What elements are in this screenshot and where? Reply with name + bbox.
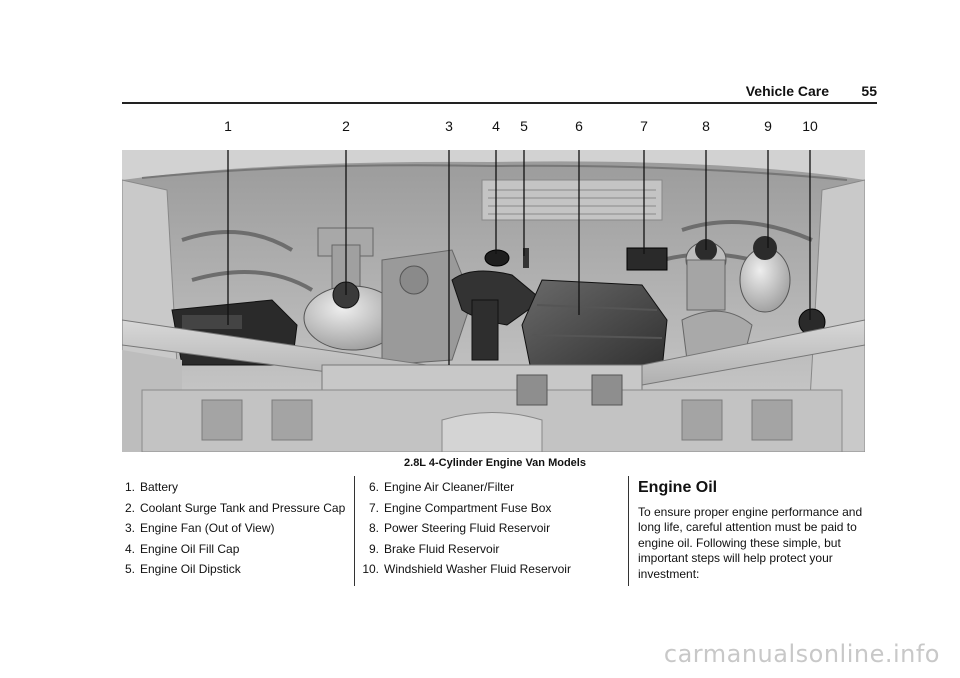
legend-item-number: 2. [124,500,135,515]
figure-caption: 2.8L 4-Cylinder Engine Van Models [404,457,586,469]
legend-item-text: Brake Fluid Reservoir [384,541,500,556]
legend-item-text: Engine Fan (Out of View) [140,521,275,535]
callout-8: 8 [702,118,710,134]
legend-item-text: Battery [140,480,179,494]
page-header: Vehicle Care 55 [122,80,877,104]
callout-7: 7 [640,118,648,134]
legend-item-text: Engine Air Cleaner/Filter [384,480,515,494]
section-body: To ensure proper engine performance and … [638,504,863,581]
callout-numbers: 1 2 3 4 5 6 7 8 9 10 [0,118,960,138]
legend-item-number: 9. [368,541,379,556]
callout-10: 10 [802,118,818,134]
legend-item-text: Engine Oil Fill Cap [140,541,240,556]
legend-item-number: 8. [368,521,379,535]
engine-compartment-illustration [122,150,865,452]
column-divider [628,476,629,586]
legend-item-number: 1. [124,480,135,494]
legend-item-number: 5. [124,562,135,576]
legend-item-number: 10. [362,562,379,576]
watermark: carmanualsonline.info [663,640,940,668]
page-number: 55 [861,83,877,99]
legend-item: 2. Coolant Surge Tank and Pressure Cap [124,498,349,519]
legend-item: 10. Windshield Washer Fluid Reservoir [362,559,617,580]
section-title: Vehicle Care [745,83,829,99]
legend-right-column: 6. Engine Air Cleaner/Filter 7. Engine Com… [362,477,617,580]
legend-item-text: Coolant Surge Tank and Pressure Cap [140,500,346,515]
callout-4: 4 [492,118,500,134]
section-heading: Engine Oil [638,479,718,496]
legend-item: 5. Engine Oil Dipstick [124,559,349,580]
callout-9: 9 [764,118,772,134]
callout-2: 2 [342,118,350,134]
legend-item-text: Power Steering Fluid Reservoir [384,521,551,535]
legend-item-text: Engine Compartment Fuse Box [384,500,552,515]
column-divider [354,476,355,586]
legend-item: 4. Engine Oil Fill Cap [124,539,349,560]
engine-oil-section: Engine Oil To ensure proper engine perfo… [638,478,883,582]
legend-item-number: 6. [368,480,379,494]
callout-6: 6 [575,118,583,134]
legend-item-number: 4. [124,541,135,556]
legend-item: 1. Battery [124,477,349,498]
legend-item-number: 7. [368,500,379,515]
legend-item: 9. Brake Fluid Reservoir [362,539,617,560]
legend-left-column: 1. Battery 2. Coolant Surge Tank and Press… [124,477,349,580]
legend-item: 7. Engine Compartment Fuse Box [362,498,617,519]
legend-item: 6. Engine Air Cleaner/Filter [362,477,617,498]
callout-1: 1 [224,118,232,134]
legend-item: 3. Engine Fan (Out of View) [124,518,349,539]
legend-item: 8. Power Steering Fluid Reservoir [362,518,617,539]
callout-3: 3 [445,118,453,134]
legend-item-text: Engine Oil Dipstick [140,562,241,576]
callout-5: 5 [520,118,528,134]
legend-item-text: Windshield Washer Fluid Reservoir [384,562,571,576]
legend-item-number: 3. [124,521,135,535]
